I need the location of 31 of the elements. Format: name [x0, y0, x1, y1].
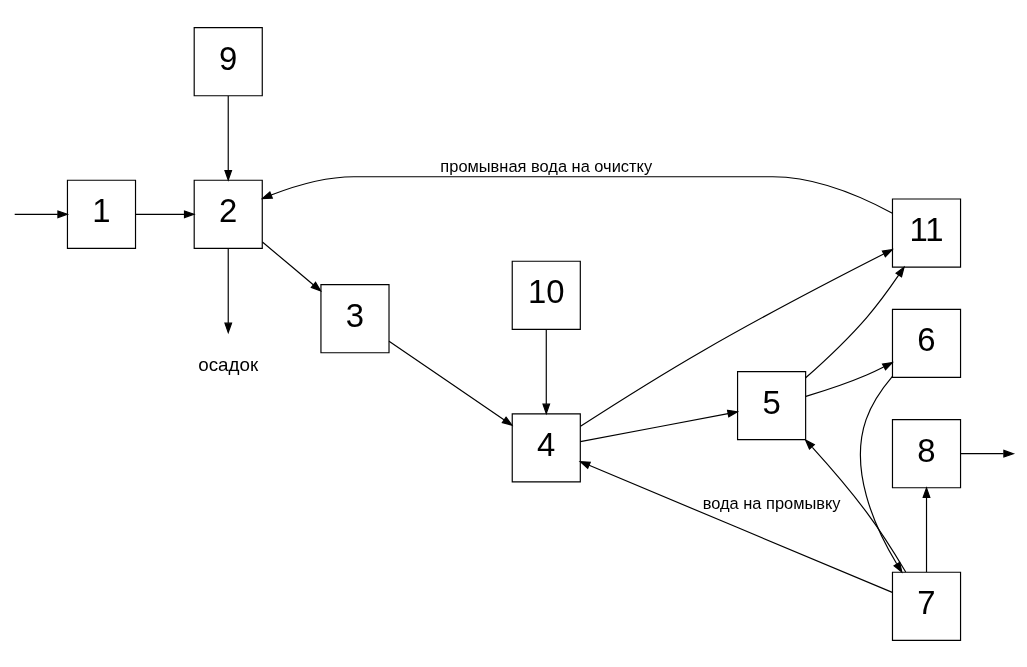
arrow	[804, 361, 894, 397]
arrow	[859, 375, 903, 574]
arrow	[959, 449, 1015, 458]
node-box: 9	[193, 26, 263, 96]
arrow	[804, 265, 905, 378]
node-box: 11	[891, 197, 961, 268]
arrow	[579, 409, 739, 442]
edge-label: вода на промывку	[702, 493, 841, 512]
edge-label: промывная вода на очистку	[439, 156, 652, 175]
arrow	[13, 209, 69, 218]
arrow	[803, 438, 906, 572]
arrow	[579, 248, 894, 427]
node-box: 4	[511, 412, 581, 482]
node-box: 6	[891, 308, 961, 378]
arrow	[223, 94, 232, 182]
node-text: осадок	[197, 353, 258, 375]
arrow	[260, 175, 893, 214]
arrow	[578, 460, 893, 593]
node-box: 3	[319, 283, 390, 353]
arrow	[261, 240, 322, 292]
node-box: 1	[66, 179, 136, 249]
node-box: 8	[891, 418, 961, 488]
arrow	[541, 328, 550, 415]
arrow	[223, 247, 232, 334]
arrow	[134, 209, 196, 218]
node-box: 5	[736, 370, 806, 440]
arrow	[387, 340, 513, 426]
arrow	[921, 485, 931, 573]
node-box: 10	[511, 260, 581, 330]
node-box: 7	[891, 571, 961, 641]
node-box: 2	[193, 179, 263, 249]
